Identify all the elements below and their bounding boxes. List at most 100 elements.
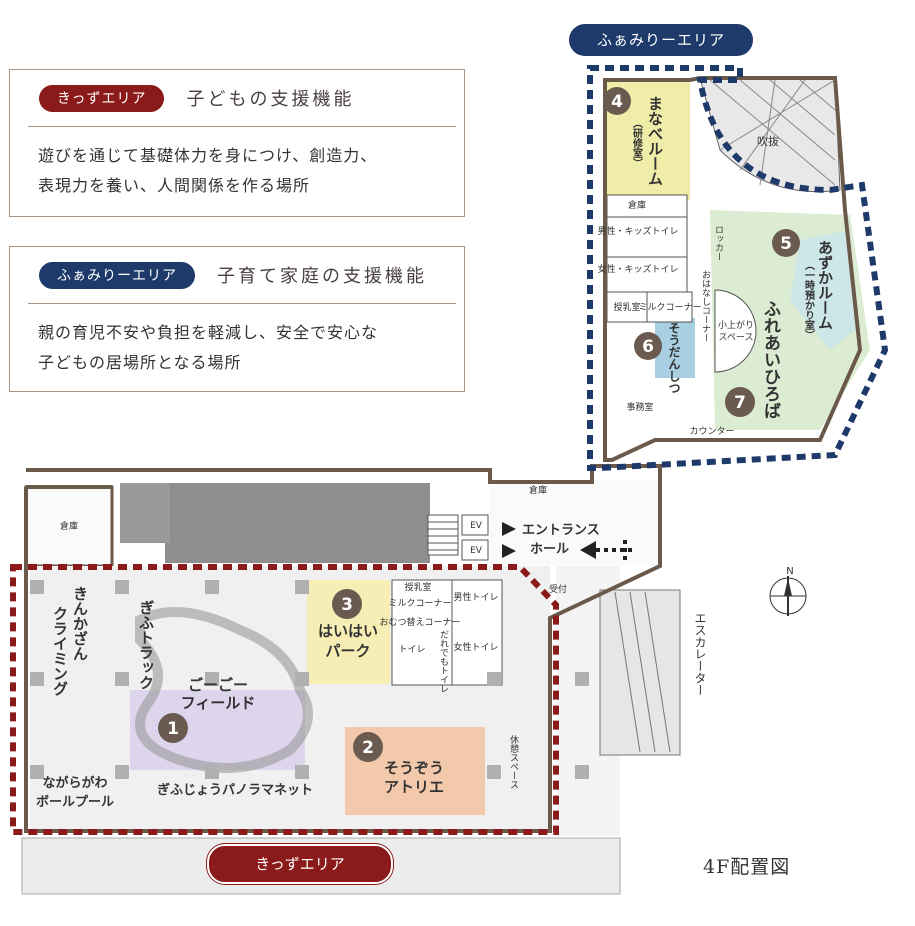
label-kinkazan: きんかざん: [71, 586, 89, 661]
ev-box-1: [461, 514, 489, 536]
zone2-name: そうぞう: [384, 759, 444, 777]
zone3-name2: パーク: [325, 642, 370, 660]
label-female-toilet: 女性トイレ: [453, 641, 498, 653]
label-male-toilet: 男性トイレ: [453, 591, 498, 603]
label-ball-pool: ボールプール: [36, 794, 114, 810]
label-atrium: 吹抜: [757, 134, 779, 148]
small-labels: 倉庫 倉庫 倉庫 EV EV 受付 授乳室 ミルクコーナー おむつ替えコーナー …: [60, 134, 794, 655]
label-compass: N: [786, 566, 793, 577]
label-toilet: トイレ: [398, 645, 425, 655]
kids-legend-desc-line2: 表現力を養い、人間関係を作る場所: [38, 176, 311, 195]
zone7-number: 7: [734, 393, 746, 413]
small-labels-vertical: だれでもトイレ 休憩スペース おはなしコーナー ロッカー: [438, 225, 723, 789]
kids-legend-head: きっずエリア 子どもの支援機能: [10, 70, 464, 126]
family-legend-desc-line1: 親の育児不安や負担を軽減し、安全で安心な: [38, 323, 379, 342]
ev-box-2: [461, 539, 489, 561]
family-legend-desc-line2: 子どもの居場所となる場所: [38, 353, 242, 372]
family-area-banner: ふぁみりーエリア: [569, 24, 753, 56]
zone6-name: そうだんしつ: [667, 322, 681, 394]
zone2-name2: アトリエ: [384, 778, 444, 796]
label-locker: ロッカー: [713, 225, 723, 261]
kids-legend-desc-line1: 遊びを通じて基礎体力を身につけ、創造力、: [38, 146, 378, 165]
atrium-grid: [709, 79, 836, 186]
label-ev-1: EV: [470, 521, 483, 531]
zone2-number: 2: [362, 738, 374, 758]
label-everyone-toilet: だれでもトイレ: [438, 630, 449, 693]
zone3-name: はいはい: [318, 622, 378, 640]
family-legend-divider: [28, 303, 456, 304]
label-diaper: おむつ替えコーナー: [379, 616, 460, 628]
escalator-lines: [614, 591, 671, 753]
label-office: 事務室: [626, 401, 653, 413]
label-escalator: エスカレーター: [693, 612, 707, 696]
label-nagaragawa: ながらがわ: [42, 775, 107, 791]
upper-wall: [603, 76, 863, 462]
toilet-block: [391, 579, 503, 686]
label-ev-2: EV: [470, 546, 483, 556]
zone-names: ごーごー フィールド そうぞう アトリエ はいはい パーク: [181, 622, 444, 796]
label-entrance: エントランス: [522, 523, 600, 538]
label-hall: ホール: [530, 542, 569, 557]
label-milk2: ミルクコーナー: [638, 302, 701, 313]
floor-title: 4F配置図: [703, 856, 791, 878]
family-legend-desc: 親の育児不安や負担を軽減し、安全で安心な 子どもの居場所となる場所: [10, 304, 464, 378]
zone1-name: ごーごー: [188, 676, 248, 694]
gifu-track: [135, 607, 313, 773]
label-storage2: 倉庫: [529, 484, 547, 496]
zone4-name2: （研修室）: [631, 118, 644, 168]
zone5-name2: （一時預かり室）: [803, 260, 816, 340]
stairs: [427, 514, 459, 556]
side-rooms: [606, 194, 693, 323]
kids-boundary: [10, 564, 559, 835]
label-climbing: クライミング: [51, 606, 69, 696]
label-male-kids-toilet: 男性・キッズトイレ: [597, 225, 678, 237]
family-legend-head: ふぁみりーエリア 子育て家庭の支援機能: [10, 247, 464, 303]
escalator: [599, 589, 681, 756]
stage: [714, 289, 757, 373]
kids-legend-desc: 遊びを通じて基礎体力を身につけ、創造力、 表現力を養い、人間関係を作る場所: [10, 127, 464, 201]
kids-legend-badge: きっずエリア: [39, 84, 165, 112]
entrance-labels: エントランス ホール: [522, 523, 600, 557]
service-block: [165, 483, 430, 563]
number-texts: 1 2 3 4 5 6 7: [167, 92, 792, 758]
escalator-label: エスカレーター: [693, 612, 707, 696]
zone4-name: まなべルーム: [646, 96, 664, 186]
label-nursing: 授乳室: [404, 581, 431, 593]
zone5-fill: [790, 230, 855, 350]
zone5-name: あずかルーム: [816, 240, 834, 330]
kids-labels-vertical: きんかざん クライミング ぎふトラック: [51, 586, 155, 696]
family-boundary: [587, 65, 889, 471]
label-rest: 休憩スペース: [508, 734, 519, 789]
label-storage: 倉庫: [60, 520, 78, 532]
zone7-name: ふれあいひろば: [760, 300, 781, 419]
label-book-corner: おはなしコーナー: [700, 270, 711, 342]
label-counter: カウンター: [689, 426, 734, 437]
zone1-name2: フィールド: [181, 694, 256, 712]
label-gifu-track: ぎふトラック: [137, 599, 155, 690]
service-block-small: [120, 483, 170, 543]
kids-legend-title: 子どもの支援機能: [186, 89, 355, 110]
family-legend-badge: ふぁみりーエリア: [39, 261, 195, 289]
label-milk: ミルクコーナー: [388, 598, 451, 609]
zone6-number: 6: [642, 337, 654, 357]
zone3-number: 3: [341, 595, 353, 615]
zone5-number: 5: [780, 234, 792, 254]
label-nursing2: 授乳室: [613, 301, 640, 313]
kids-area-banner: きっずエリア: [207, 844, 393, 884]
label-stage: 小上がり: [718, 319, 754, 331]
kids-legend: きっずエリア 子どもの支援機能 遊びを通じて基礎体力を身につけ、創造力、 表現力…: [9, 69, 465, 217]
kids-labels: ながらがわ ボールプール ぎふじょうパノラマネット: [36, 775, 313, 810]
zone-names-vertical: まなべルーム （研修室） あずかルーム （一時預かり室） そうだんしつ ふれあい…: [631, 96, 835, 419]
zone1-number: 1: [167, 719, 179, 739]
label-female-kids-toilet: 女性・キッズトイレ: [597, 263, 678, 275]
pillars: [30, 580, 589, 779]
compass: [769, 576, 807, 616]
family-legend: ふぁみりーエリア 子育て家庭の支援機能 親の育児不安や負担を軽減し、安全で安心な…: [9, 246, 465, 392]
atrium: [699, 77, 841, 193]
label-reception: 受付: [549, 583, 567, 595]
kids-legend-divider: [28, 126, 456, 127]
number-markers: [158, 87, 800, 762]
label-panorama: ぎふじょうパノラマネット: [157, 782, 313, 798]
entrance-arrows: [502, 522, 596, 559]
